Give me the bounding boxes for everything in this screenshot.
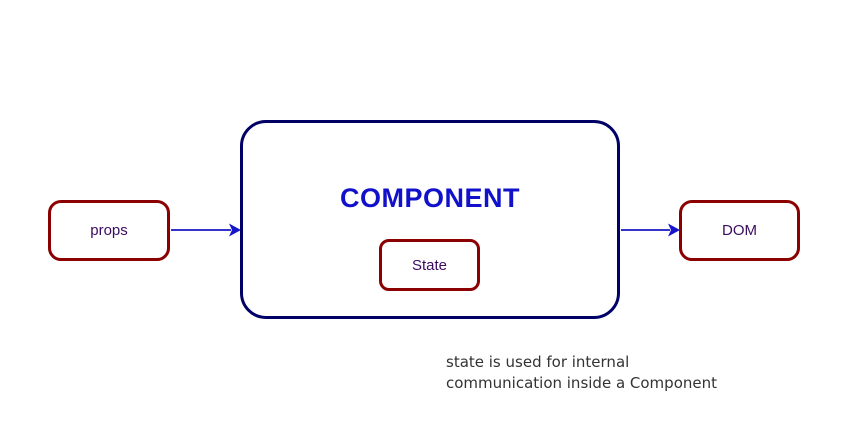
diagram-caption: state is used for internal communication… xyxy=(446,352,717,394)
node-props[interactable]: props xyxy=(48,200,170,261)
node-component-label: COMPONENT xyxy=(340,183,520,213)
node-state[interactable]: State xyxy=(379,239,480,291)
node-dom[interactable]: DOM xyxy=(679,200,800,261)
arrow-component-to-dom xyxy=(621,223,680,237)
caption-line-1: state is used for internal xyxy=(446,353,630,371)
node-props-label: props xyxy=(90,222,128,239)
caption-line-2: communication inside a Component xyxy=(446,374,717,392)
node-dom-label: DOM xyxy=(722,222,757,239)
arrow-props-to-component xyxy=(171,223,241,237)
node-state-label: State xyxy=(411,256,448,274)
